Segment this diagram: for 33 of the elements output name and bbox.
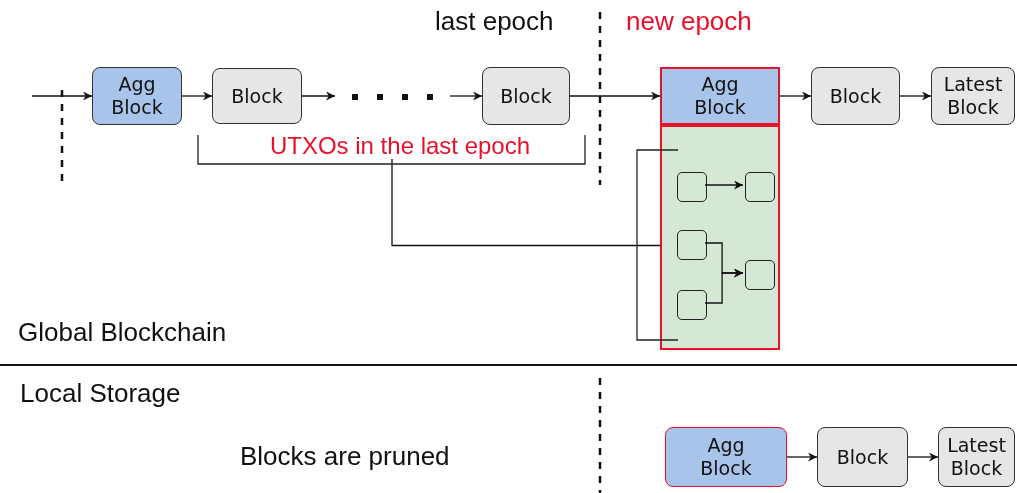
bracket-label: UTXOs in the last epoch: [250, 131, 550, 159]
block-box: Agg Block: [660, 67, 780, 125]
arrow: [899, 91, 932, 101]
epoch-label: last epoch: [435, 6, 554, 37]
small-box: [677, 172, 707, 202]
arrow: [704, 268, 744, 304]
small-box: [677, 290, 707, 320]
arrow: [181, 91, 213, 101]
arrow: [31, 91, 93, 101]
section-label: Global Blockchain: [18, 317, 227, 348]
block-box: Agg Block: [92, 67, 182, 125]
arrow: [301, 91, 336, 101]
arrow: [907, 452, 939, 462]
small-box: [745, 260, 775, 290]
utxo-panel: [660, 125, 780, 350]
small-box: [677, 230, 707, 260]
connector-line: [391, 158, 661, 247]
block-box: Block: [212, 68, 302, 124]
block-box: Block: [811, 67, 900, 125]
block-box: Block: [817, 427, 908, 487]
block-box: Latest Block: [938, 427, 1015, 487]
epoch-label: new epoch: [626, 6, 752, 37]
arrow: [569, 91, 661, 101]
small-box: [745, 172, 775, 202]
note-text: Blocks are pruned: [240, 441, 450, 472]
block-box: Agg Block: [665, 427, 787, 487]
block-box: Block: [482, 67, 570, 125]
section-label: Local Storage: [20, 378, 181, 409]
arrow: [449, 91, 483, 101]
arrow: [779, 91, 812, 101]
arrow: [704, 180, 744, 190]
block-box: Latest Block: [931, 67, 1015, 125]
arrow: [786, 452, 818, 462]
